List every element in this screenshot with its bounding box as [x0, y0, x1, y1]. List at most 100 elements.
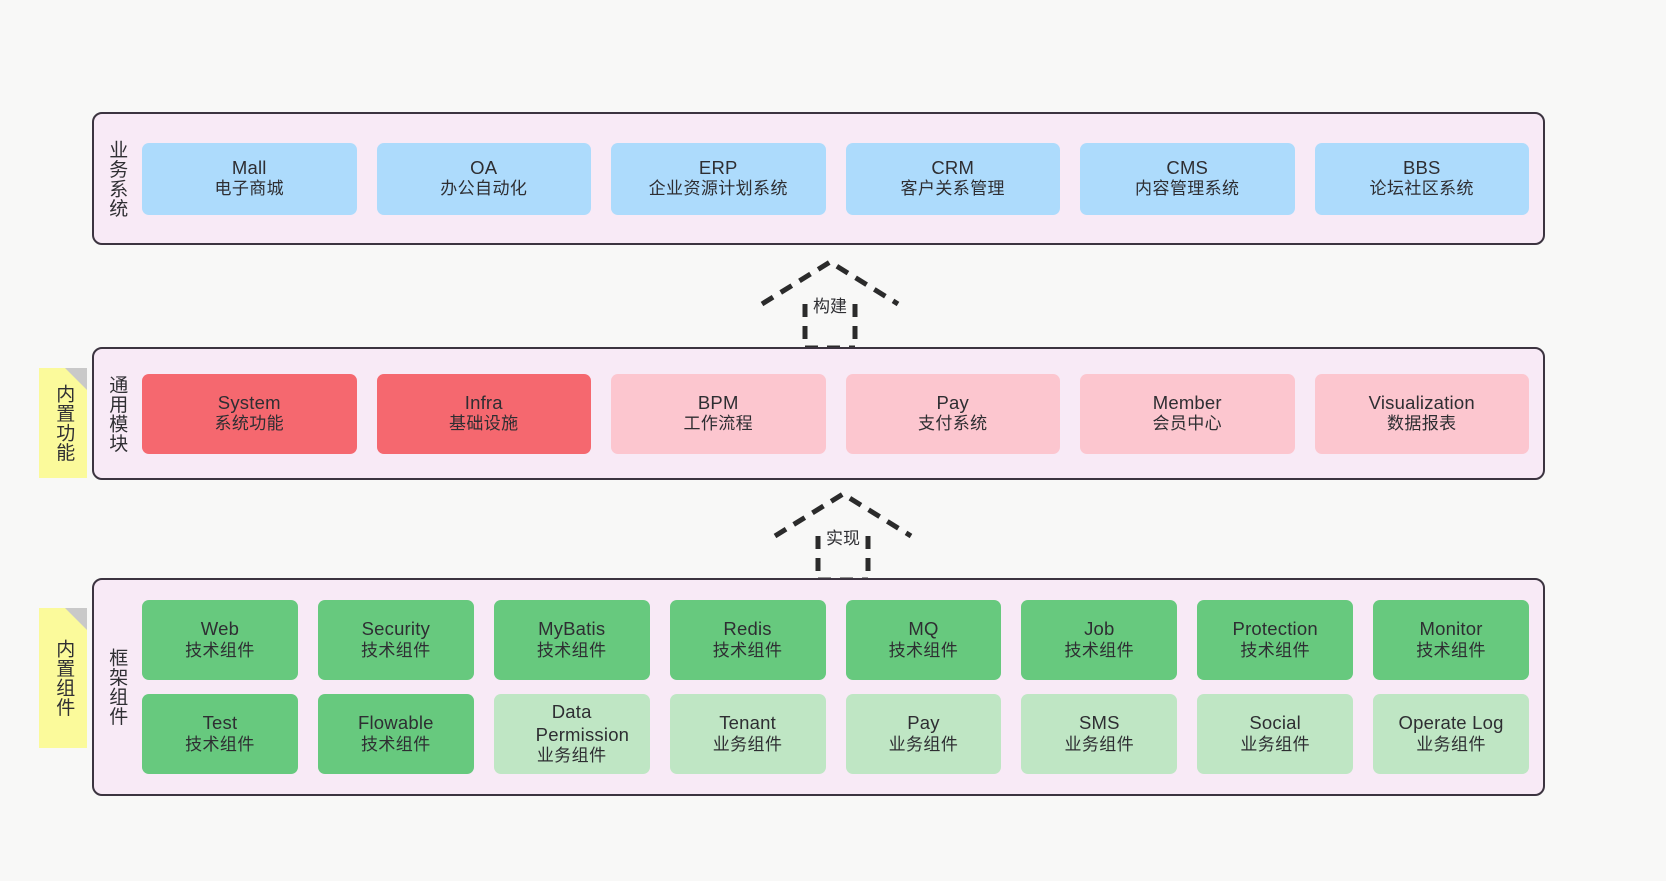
- card-title-en: BPM: [697, 391, 739, 413]
- card-crm[interactable]: CRM 客户关系管理: [845, 142, 1060, 215]
- card-title-en: System: [217, 391, 281, 413]
- card-title-en: Infra: [464, 391, 503, 413]
- card-cms[interactable]: CMS 内容管理系统: [1080, 142, 1295, 215]
- connector-implement-label: 实现: [826, 529, 860, 548]
- card-job[interactable]: Job 技术组件: [1021, 600, 1178, 680]
- card-title-cn: 办公自动化: [440, 179, 528, 199]
- card-title-cn: 业务组件: [888, 734, 959, 754]
- card-protection[interactable]: Protection 技术组件: [1197, 600, 1354, 680]
- card-title-en: Protection: [1232, 618, 1318, 640]
- card-title-en: SMS: [1078, 712, 1120, 734]
- card-tenant[interactable]: Tenant 业务组件: [669, 694, 826, 774]
- card-title-cn: 会员中心: [1152, 414, 1223, 434]
- card-monitor[interactable]: Monitor 技术组件: [1373, 600, 1529, 680]
- card-infra[interactable]: Infra 基础设施: [376, 373, 591, 454]
- card-system[interactable]: System 系统功能: [142, 373, 357, 454]
- card-security[interactable]: Security 技术组件: [317, 600, 474, 680]
- note-label: 内置功能: [53, 384, 75, 462]
- card-title-en: BBS: [1402, 156, 1441, 178]
- card-title-cn: 技术组件: [1416, 640, 1486, 660]
- card-title-en: Test: [202, 712, 238, 734]
- card-title-cn: 业务组件: [1240, 734, 1310, 754]
- card-data-permission[interactable]: Data Permission 业务组件: [493, 694, 650, 774]
- card-row: Mall 电子商城 OA 办公自动化 ERP 企业资源计划系统 CRM 客户关系…: [142, 142, 1529, 215]
- card-mall[interactable]: Mall 电子商城: [142, 142, 357, 215]
- card-pay[interactable]: Pay 支付系统: [845, 373, 1060, 454]
- card-title-cn: 技术组件: [361, 640, 431, 660]
- card-title-en: OA: [470, 156, 498, 178]
- card-erp[interactable]: ERP 企业资源计划系统: [611, 142, 826, 215]
- card-title-cn: 论坛社区系统: [1369, 179, 1474, 199]
- card-title-cn: 系统功能: [214, 414, 285, 434]
- connector-implement: 实现: [768, 490, 918, 583]
- card-title-cn: 业务组件: [536, 746, 607, 766]
- card-title-en: Monitor: [1419, 618, 1483, 640]
- card-test[interactable]: Test 技术组件: [142, 694, 298, 774]
- card-title-en: Mall: [231, 156, 267, 178]
- card-visualization[interactable]: Visualization 数据报表: [1314, 373, 1529, 454]
- card-redis[interactable]: Redis 技术组件: [669, 600, 826, 680]
- card-bpm[interactable]: BPM 工作流程: [611, 373, 826, 454]
- note-builtin-function: 内置功能: [39, 368, 87, 478]
- card-title-en: Flowable: [357, 712, 434, 734]
- layer-title-business-system: 业务系统: [106, 139, 128, 218]
- card-mybatis[interactable]: MyBatis 技术组件: [493, 600, 650, 680]
- card-title-cn: 支付系统: [917, 414, 988, 434]
- card-title-en: Redis: [723, 618, 772, 640]
- card-title-en: Web: [200, 618, 240, 640]
- card-title-en: Pay: [936, 391, 969, 413]
- card-member[interactable]: Member 会员中心: [1080, 373, 1295, 454]
- card-title-cn: 技术组件: [361, 734, 431, 754]
- card-operate-log[interactable]: Operate Log 业务组件: [1373, 694, 1529, 774]
- card-title-en: Member: [1152, 391, 1222, 413]
- card-title-cn: 数据报表: [1386, 414, 1457, 434]
- card-mq[interactable]: MQ 技术组件: [845, 600, 1002, 680]
- card-title-cn: 客户关系管理: [900, 179, 1005, 199]
- card-title-en: CMS: [1166, 156, 1209, 178]
- card-title-en: Social: [1249, 712, 1301, 734]
- card-title-en: CRM: [931, 156, 975, 178]
- card-flowable[interactable]: Flowable 技术组件: [317, 694, 474, 774]
- note-label: 内置组件: [53, 639, 75, 717]
- card-title-en: Tenant: [719, 712, 776, 734]
- card-title-cn: 基础设施: [448, 414, 519, 434]
- card-title-en: Security: [361, 618, 431, 640]
- card-title-en: Operate Log: [1398, 712, 1504, 734]
- card-title-en: Job: [1084, 618, 1115, 640]
- card-title-cn: 电子商城: [214, 179, 285, 199]
- card-sms[interactable]: SMS 业务组件: [1021, 694, 1178, 774]
- card-title-en: ERP: [698, 156, 738, 178]
- card-title-en: Visualization: [1368, 391, 1475, 413]
- card-social[interactable]: Social 业务组件: [1197, 694, 1354, 774]
- card-title-en: MyBatis: [538, 618, 606, 640]
- card-title-cn: 技术组件: [536, 640, 607, 660]
- card-bbs[interactable]: BBS 论坛社区系统: [1314, 142, 1529, 215]
- card-title-cn: 技术组件: [1064, 640, 1135, 660]
- card-title-en: Data Permission: [535, 701, 630, 745]
- card-title-cn: 业务组件: [1416, 734, 1486, 754]
- card-title-en: MQ: [908, 618, 939, 640]
- card-web[interactable]: Web 技术组件: [142, 600, 298, 680]
- card-row: Web 技术组件 Security 技术组件 MyBatis 技术组件 Redi…: [142, 600, 1529, 680]
- layer-common-module: 通用模块 System 系统功能 Infra 基础设施 BPM 工作流程 Pay…: [92, 347, 1545, 480]
- card-title-cn: 业务组件: [712, 734, 783, 754]
- card-title-cn: 技术组件: [185, 734, 255, 754]
- card-title-cn: 企业资源计划系统: [648, 179, 788, 199]
- card-row: Test 技术组件 Flowable 技术组件 Data Permission …: [142, 694, 1529, 774]
- card-title-cn: 工作流程: [683, 414, 754, 434]
- card-title-cn: 业务组件: [1064, 734, 1135, 754]
- layer-title-framework-component: 框架组件: [106, 648, 128, 726]
- connector-build: 构建: [755, 258, 905, 351]
- card-title-cn: 技术组件: [1240, 640, 1310, 660]
- layer-title-common-module: 通用模块: [106, 374, 128, 453]
- layer-business-system: 业务系统 Mall 电子商城 OA 办公自动化 ERP 企业资源计划系统 CRM…: [92, 112, 1545, 245]
- card-title-en: Pay: [907, 712, 940, 734]
- card-oa[interactable]: OA 办公自动化: [376, 142, 591, 215]
- card-row: System 系统功能 Infra 基础设施 BPM 工作流程 Pay 支付系统…: [142, 373, 1529, 454]
- card-pay-component[interactable]: Pay 业务组件: [845, 694, 1002, 774]
- card-title-cn: 技术组件: [185, 640, 255, 660]
- card-title-cn: 技术组件: [712, 640, 783, 660]
- layer-body-framework-component: Web 技术组件 Security 技术组件 MyBatis 技术组件 Redi…: [138, 580, 1543, 794]
- card-title-cn: 内容管理系统: [1135, 179, 1240, 199]
